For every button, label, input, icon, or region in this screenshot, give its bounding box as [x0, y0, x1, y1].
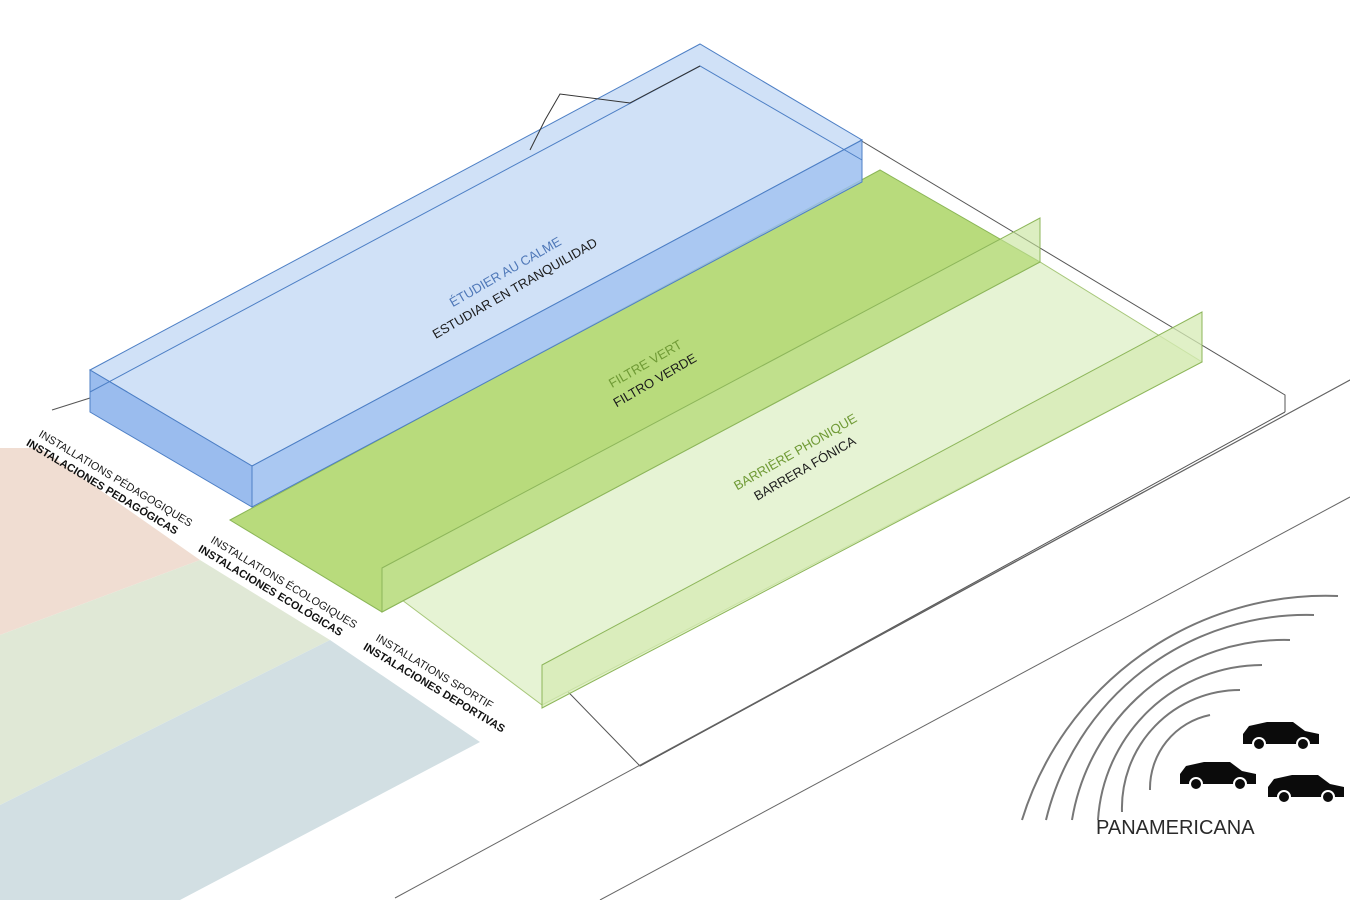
road-label: PANAMERICANA — [1096, 817, 1255, 839]
building-side — [89, 369, 253, 508]
side-area-pedagogical — [0, 448, 200, 635]
road-edge-line — [599, 496, 1350, 900]
side-area-sports — [0, 640, 480, 900]
cars — [1180, 722, 1344, 804]
barrier-wall-2 — [541, 311, 1203, 709]
side-area-ecological — [0, 560, 330, 805]
road-edge-line — [394, 379, 1350, 899]
car-icon — [1243, 722, 1319, 751]
barrier-walls — [381, 217, 1203, 709]
car-icon — [1180, 762, 1256, 791]
building-roof-curve — [529, 65, 701, 151]
barrier-wall-1 — [381, 217, 1041, 613]
car-icon — [1268, 775, 1344, 804]
side-areas — [0, 448, 480, 900]
site-boundary-line — [859, 139, 1286, 412]
site-boundary-line — [51, 397, 91, 411]
sound-waves-icon — [1021, 594, 1339, 821]
quiet-study-building — [88, 43, 864, 508]
